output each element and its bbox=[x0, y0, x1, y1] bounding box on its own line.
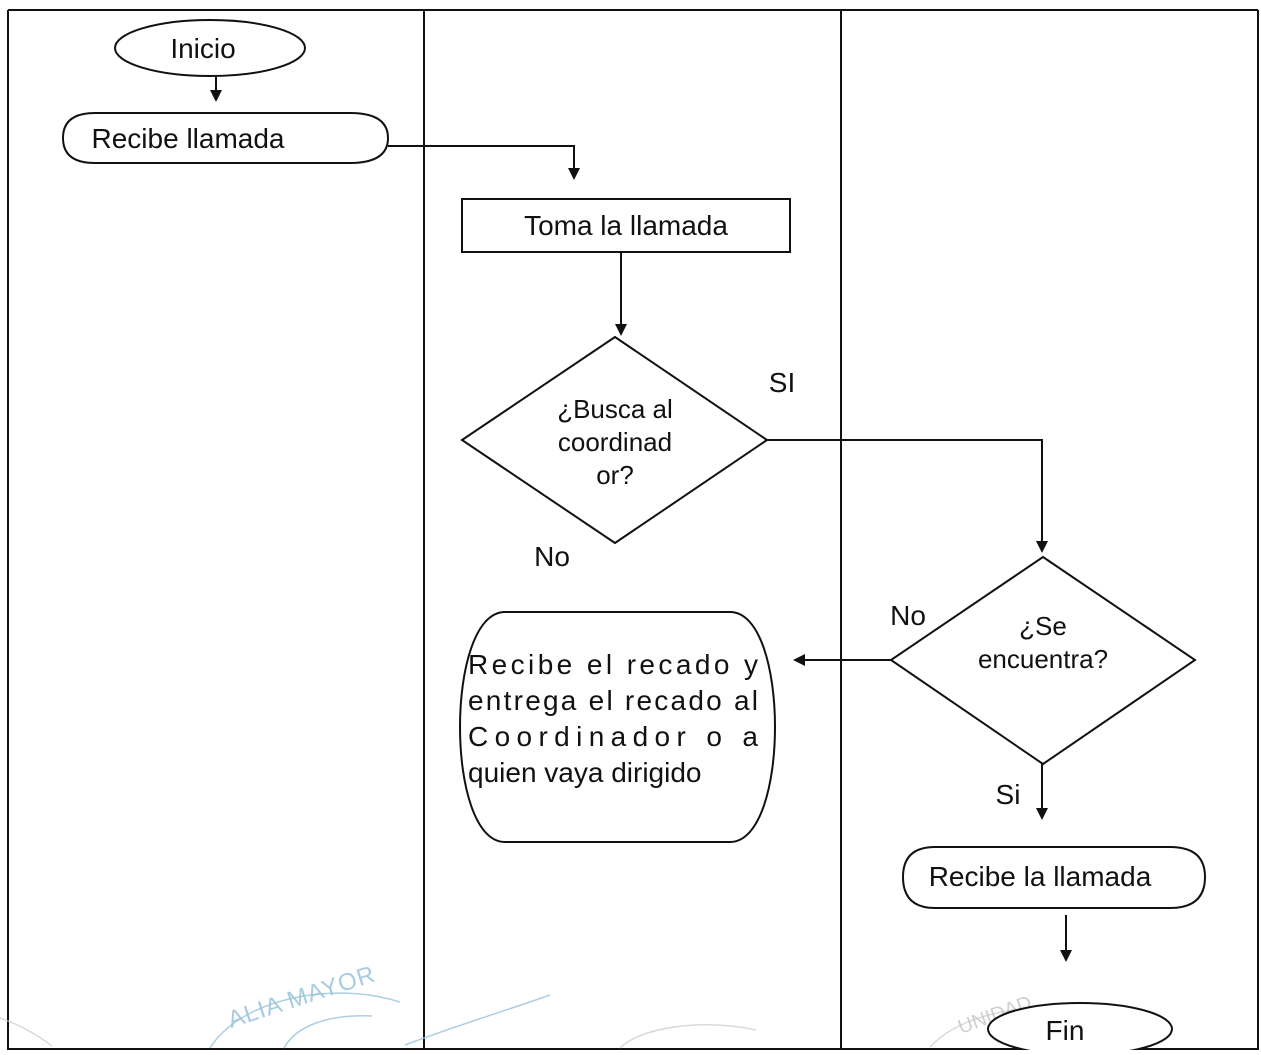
decision-1-yes-label: SI bbox=[769, 367, 795, 398]
decision-is-available: ¿Se encuentra? No Si bbox=[889, 555, 1197, 810]
decision-2-line-1: ¿Se bbox=[1019, 611, 1067, 641]
receive-call-node: Recibe llamada bbox=[61, 112, 390, 164]
message-line-4: quien vaya dirigido bbox=[468, 757, 702, 788]
decision-1-line-1: ¿Busca al bbox=[557, 394, 673, 424]
middle-stamp-arc bbox=[619, 1024, 757, 1049]
receive-call-final-node: Recibe la llamada bbox=[901, 846, 1207, 909]
decision-1-diamond bbox=[460, 335, 769, 545]
left-edge-stamp bbox=[0, 1017, 53, 1047]
message-box-node: Recibe el recado y entrega el recado al … bbox=[459, 611, 776, 843]
decision-1-no-label: No bbox=[534, 541, 570, 572]
start-terminator bbox=[114, 19, 306, 77]
end-node: Fin bbox=[987, 1002, 1173, 1055]
receive-call-final-label: Recibe la llamada bbox=[929, 861, 1152, 892]
stamp-signature-stroke bbox=[404, 994, 551, 1046]
message-line-3: Coordinador o a bbox=[468, 721, 758, 752]
decision-find-coordinator: ¿Busca al coordinad or? SI No bbox=[460, 335, 795, 572]
left-stamp-ring-inner bbox=[283, 1015, 373, 1049]
take-call-node: Toma la llamada bbox=[461, 198, 791, 253]
start-label: Inicio bbox=[170, 33, 235, 64]
decision-2-yes-label: Si bbox=[996, 779, 1021, 810]
decision-1-yes-arrow bbox=[767, 439, 1048, 553]
end-terminator bbox=[987, 1002, 1173, 1055]
receive-call-shape bbox=[61, 112, 390, 164]
stamp-marks: ALIA MAYOR UNIDAD bbox=[0, 961, 1057, 1049]
start-node: Inicio bbox=[114, 19, 306, 77]
receive-call-label: Recibe llamada bbox=[92, 123, 285, 154]
take-call-box bbox=[461, 198, 791, 253]
swimlane-grid bbox=[7, 9, 1259, 1050]
left-stamp-text: ALIA MAYOR bbox=[225, 961, 379, 1034]
receive-to-take-arrow bbox=[388, 145, 580, 180]
take-call-label: Toma la llamada bbox=[524, 210, 728, 241]
decision-2-line-2: encuentra? bbox=[978, 644, 1108, 674]
receive-call-final-shape bbox=[901, 846, 1207, 909]
decision-1-line-2: coordinad bbox=[558, 427, 672, 457]
left-stamp-ring bbox=[209, 992, 401, 1049]
message-box-shape bbox=[459, 611, 776, 843]
decision-1-line-3: or? bbox=[596, 460, 634, 490]
end-label: Fin bbox=[1046, 1015, 1085, 1046]
decision-2-no-label: No bbox=[890, 600, 926, 631]
